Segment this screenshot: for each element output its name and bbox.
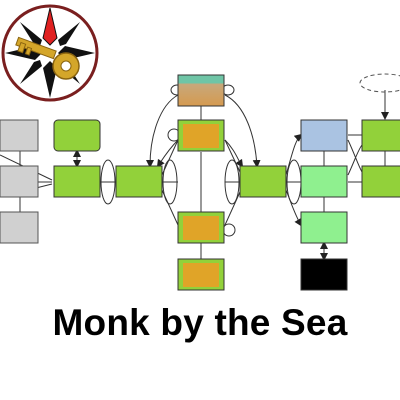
node-green-left xyxy=(53,165,101,198)
node-gray-1 xyxy=(0,119,39,152)
logo xyxy=(1,4,99,102)
loop-markers xyxy=(100,84,302,237)
node-orange-3 xyxy=(177,258,225,291)
node-green-top xyxy=(53,119,101,152)
node-light-green-2 xyxy=(300,211,348,244)
node-black xyxy=(300,258,348,291)
page-title: Monk by the Sea xyxy=(52,302,348,343)
node-green-right xyxy=(239,165,287,198)
node-green-far-mid xyxy=(361,165,400,198)
node-gray-2 xyxy=(0,165,39,198)
node-orange-1 xyxy=(177,119,225,152)
node-gray-3 xyxy=(0,211,39,244)
node-top-gradient xyxy=(177,74,225,107)
node-green-mid xyxy=(115,165,163,198)
node-orange-2 xyxy=(177,211,225,244)
node-blue xyxy=(300,119,348,152)
node-green-far-top xyxy=(361,119,400,152)
key-icon xyxy=(15,36,80,80)
start-node-dashed xyxy=(359,73,400,93)
node-light-green-1 xyxy=(300,165,348,198)
